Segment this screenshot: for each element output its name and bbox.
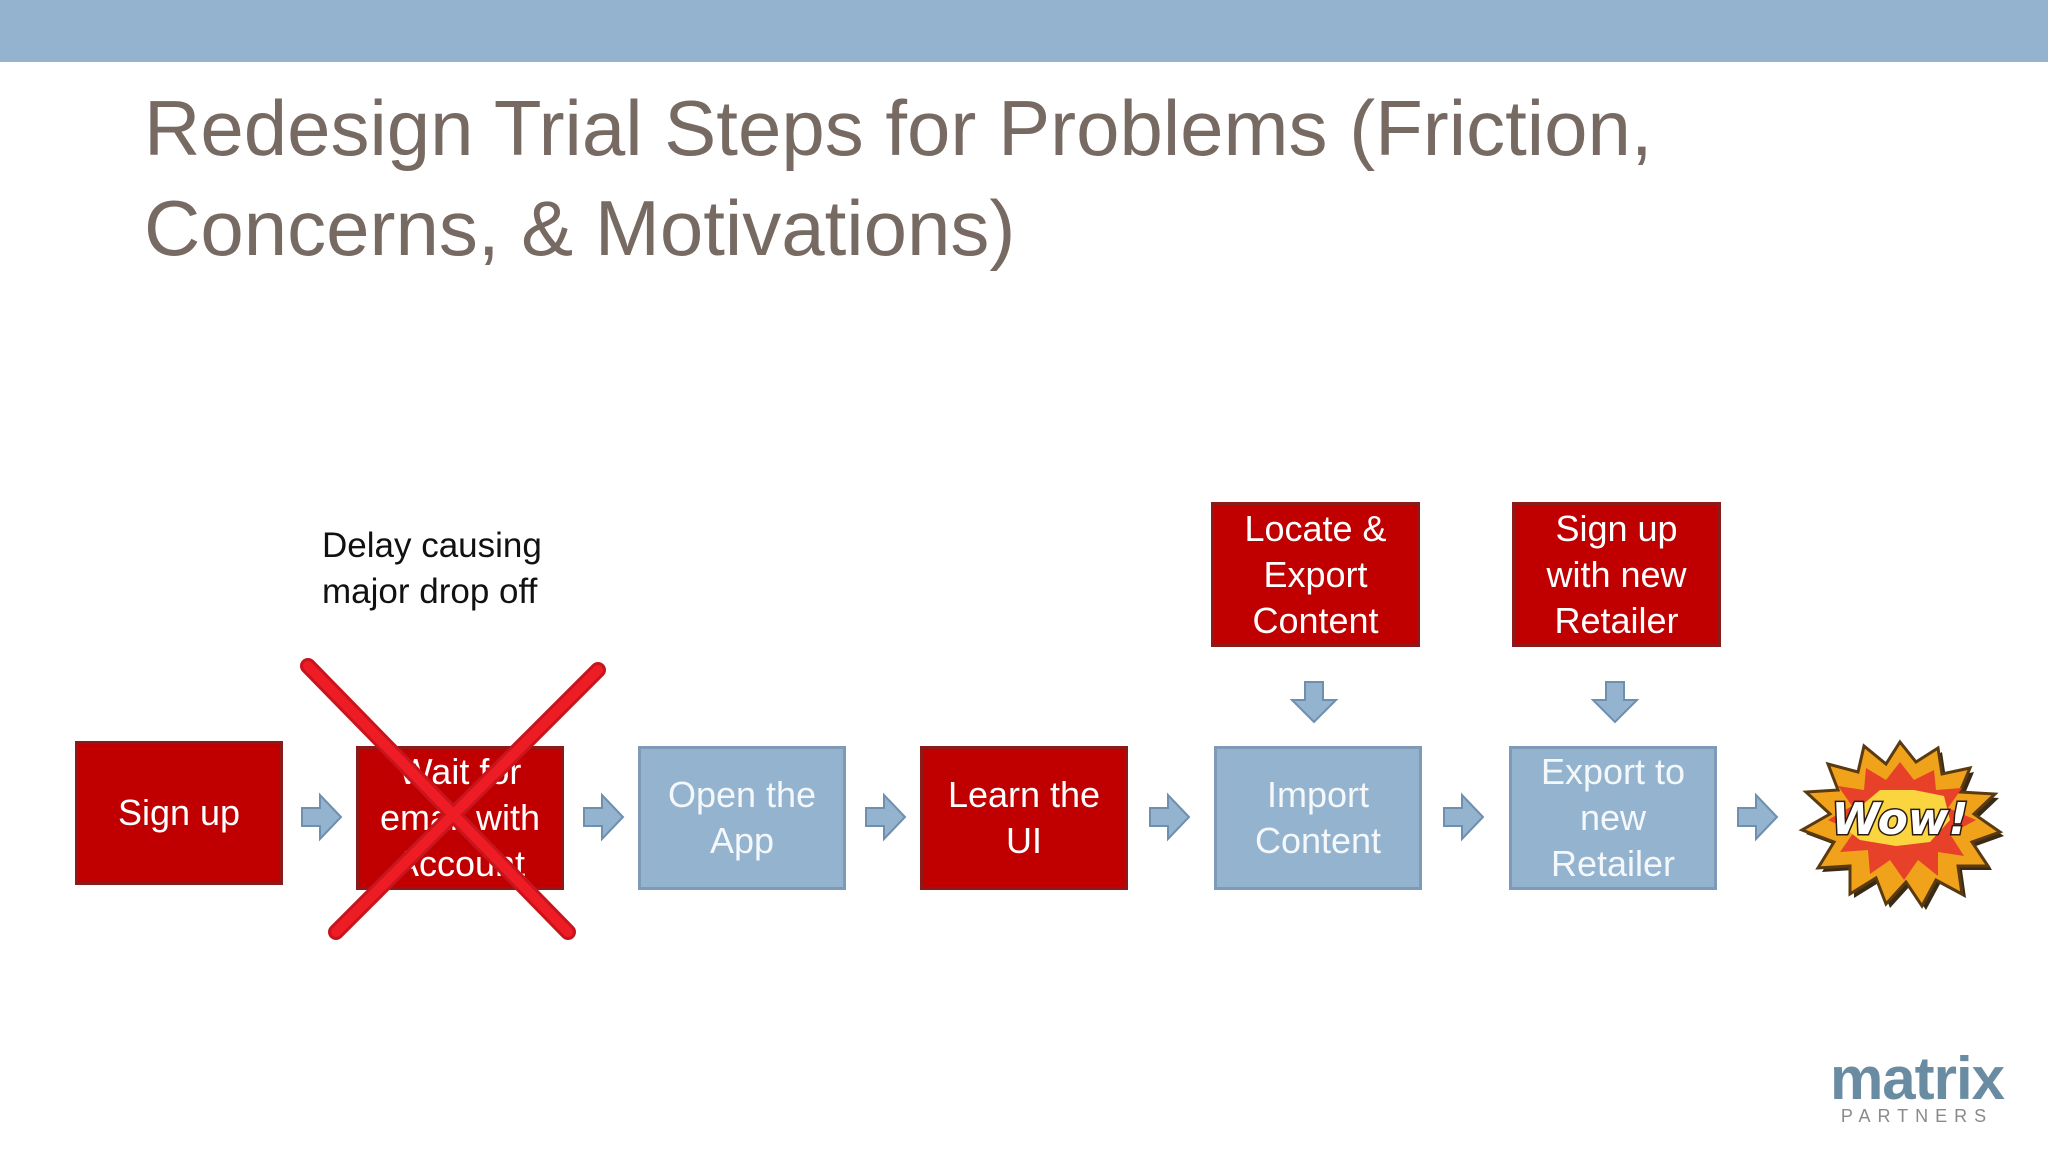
header-bar	[0, 0, 2048, 62]
down-arrow-icon	[1590, 681, 1640, 724]
step-export-to-new-retailer: Export to new Retailer	[1509, 746, 1717, 890]
step-label: Wait for email with Account	[379, 751, 541, 884]
slide-title: Redesign Trial Steps for Problems (Frict…	[144, 78, 1924, 278]
annotation-line-2: major drop off	[322, 572, 538, 611]
slide-title-line-1: Redesign Trial Steps for Problems (Frict…	[144, 84, 1653, 172]
step-learn-the-ui: Learn the UI	[920, 746, 1128, 890]
right-arrow-icon	[1443, 792, 1485, 842]
company-logo: matrix PARTNERS	[1822, 1048, 2012, 1127]
step-label: Open the App	[667, 774, 817, 861]
wow-text: Wow!	[1831, 794, 1968, 845]
right-arrow-icon	[1149, 792, 1191, 842]
step-label: Sign up	[117, 792, 241, 833]
substep-sign-up-new-retailer: Sign up with new Retailer	[1512, 502, 1721, 647]
step-label: Export to new Retailer	[1540, 751, 1686, 884]
annotation-line-1: Delay causing	[322, 526, 542, 565]
right-arrow-icon	[865, 792, 907, 842]
slide-title-line-2: Concerns, & Motivations)	[144, 184, 1016, 272]
step-import-content: Import Content	[1214, 746, 1422, 890]
step-wait-for-email: Wait for email with Account	[356, 746, 564, 890]
delay-annotation: Delay causing major drop off	[322, 523, 542, 615]
right-arrow-icon	[301, 792, 343, 842]
substep-locate-export-content: Locate & Export Content	[1211, 502, 1420, 647]
step-open-the-app: Open the App	[638, 746, 846, 890]
step-label: Learn the UI	[947, 774, 1101, 861]
right-arrow-icon	[1737, 792, 1779, 842]
substep-label: Locate & Export Content	[1244, 507, 1387, 641]
step-label: Import Content	[1254, 774, 1382, 861]
substep-label: Sign up with new Retailer	[1546, 507, 1687, 641]
wow-burst-icon: Wow!	[1798, 739, 2004, 910]
down-arrow-icon	[1289, 681, 1339, 724]
logo-wordmark: matrix	[1829, 1045, 2005, 1112]
step-sign-up: Sign up	[75, 741, 283, 885]
logo-subtitle: PARTNERS	[1840, 1106, 1994, 1126]
right-arrow-icon	[583, 792, 625, 842]
